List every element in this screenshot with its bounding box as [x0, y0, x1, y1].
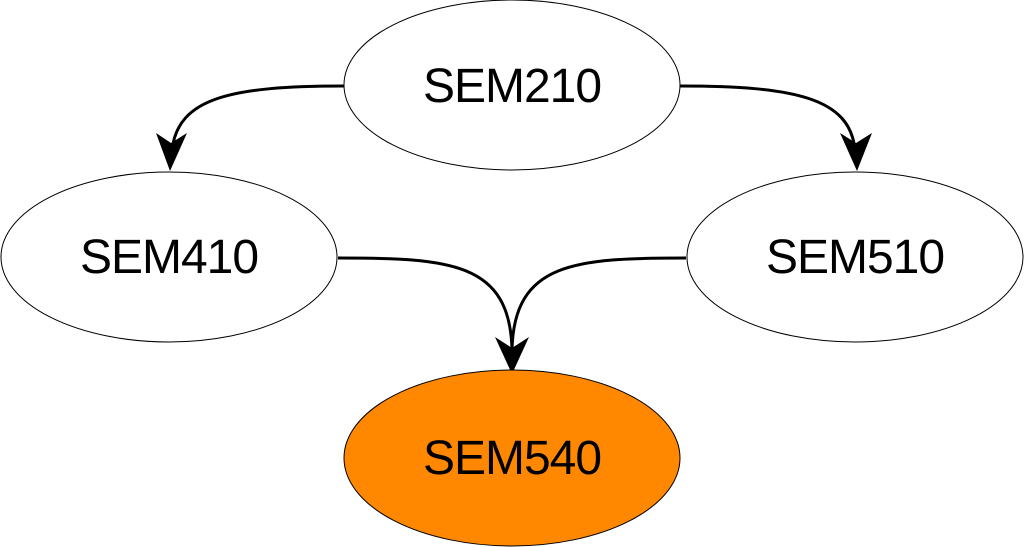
node-sem410-label: SEM410 — [80, 231, 258, 284]
node-sem540-shape — [343, 369, 681, 547]
arrowhead-into-sem540 — [495, 337, 529, 374]
node-sem540-label: SEM540 — [423, 432, 601, 485]
node-sem210-label: SEM210 — [423, 60, 601, 113]
node-sem510-shape — [686, 171, 1024, 343]
edge-sem410-to-sem540 — [337, 256, 514, 351]
node-sem410-shape — [0, 171, 338, 343]
node-sem540: SEM540 — [343, 369, 681, 547]
node-sem510-label: SEM510 — [766, 231, 944, 284]
edge-sem210-to-sem510 — [679, 84, 872, 171]
edges — [156, 84, 872, 374]
node-sem210: SEM210 — [343, 0, 681, 171]
edge-sem210-to-sem410 — [156, 84, 345, 171]
node-sem410: SEM410 — [0, 171, 338, 343]
edge-sem510-to-sem540 — [510, 256, 687, 351]
node-sem210-shape — [343, 0, 681, 171]
node-sem510: SEM510 — [686, 171, 1024, 343]
